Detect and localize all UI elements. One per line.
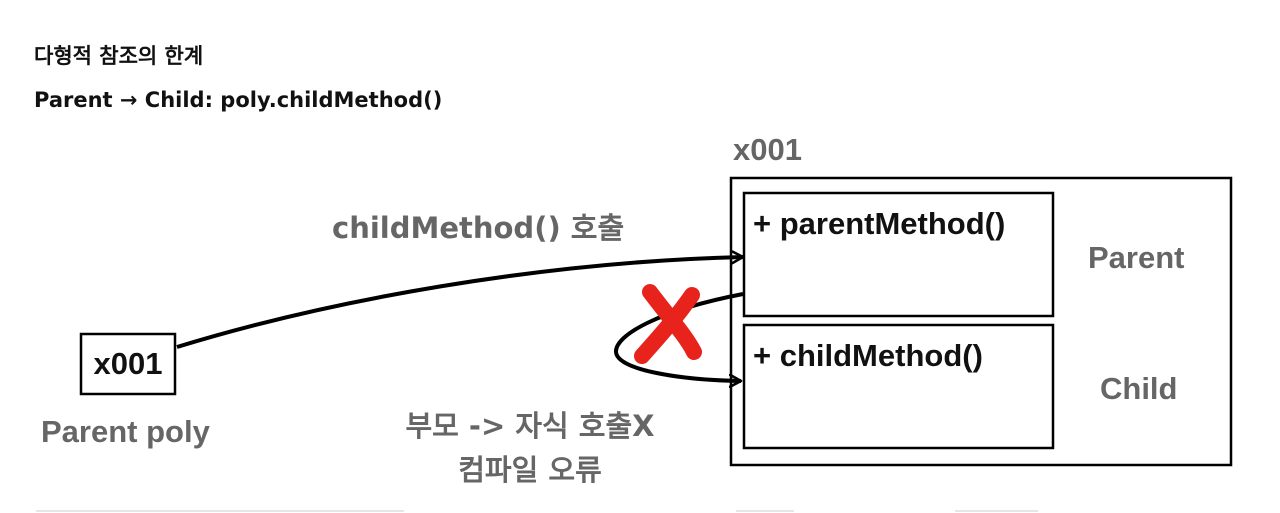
parent-label: Parent (1088, 240, 1184, 275)
instance-address: x001 (733, 132, 802, 167)
call-arrow (176, 257, 743, 349)
child-label: Child (1100, 371, 1178, 406)
footer-divider (36, 510, 404, 512)
page-title: 다형적 참조의 한계 (34, 44, 204, 68)
variable-value: x001 (94, 346, 163, 381)
error-caption-line2: 컴파일 오류 (458, 453, 602, 487)
call-label: childMethod() 호출 (332, 211, 624, 245)
child-method: + childMethod() (753, 338, 983, 373)
footer-divider (955, 510, 1038, 512)
parent-section-box (742, 191, 1055, 318)
red-x-cross-icon (634, 284, 702, 364)
variable-box (79, 332, 177, 396)
page-subtitle: Parent → Child: poly.childMethod() (34, 88, 443, 112)
footer-divider (736, 510, 794, 512)
variable-label: Parent poly (41, 414, 211, 449)
parent-method: + parentMethod() (753, 206, 1005, 241)
child-section-box (742, 323, 1055, 450)
error-caption-line1: 부모 -> 자식 호출X (405, 409, 654, 443)
